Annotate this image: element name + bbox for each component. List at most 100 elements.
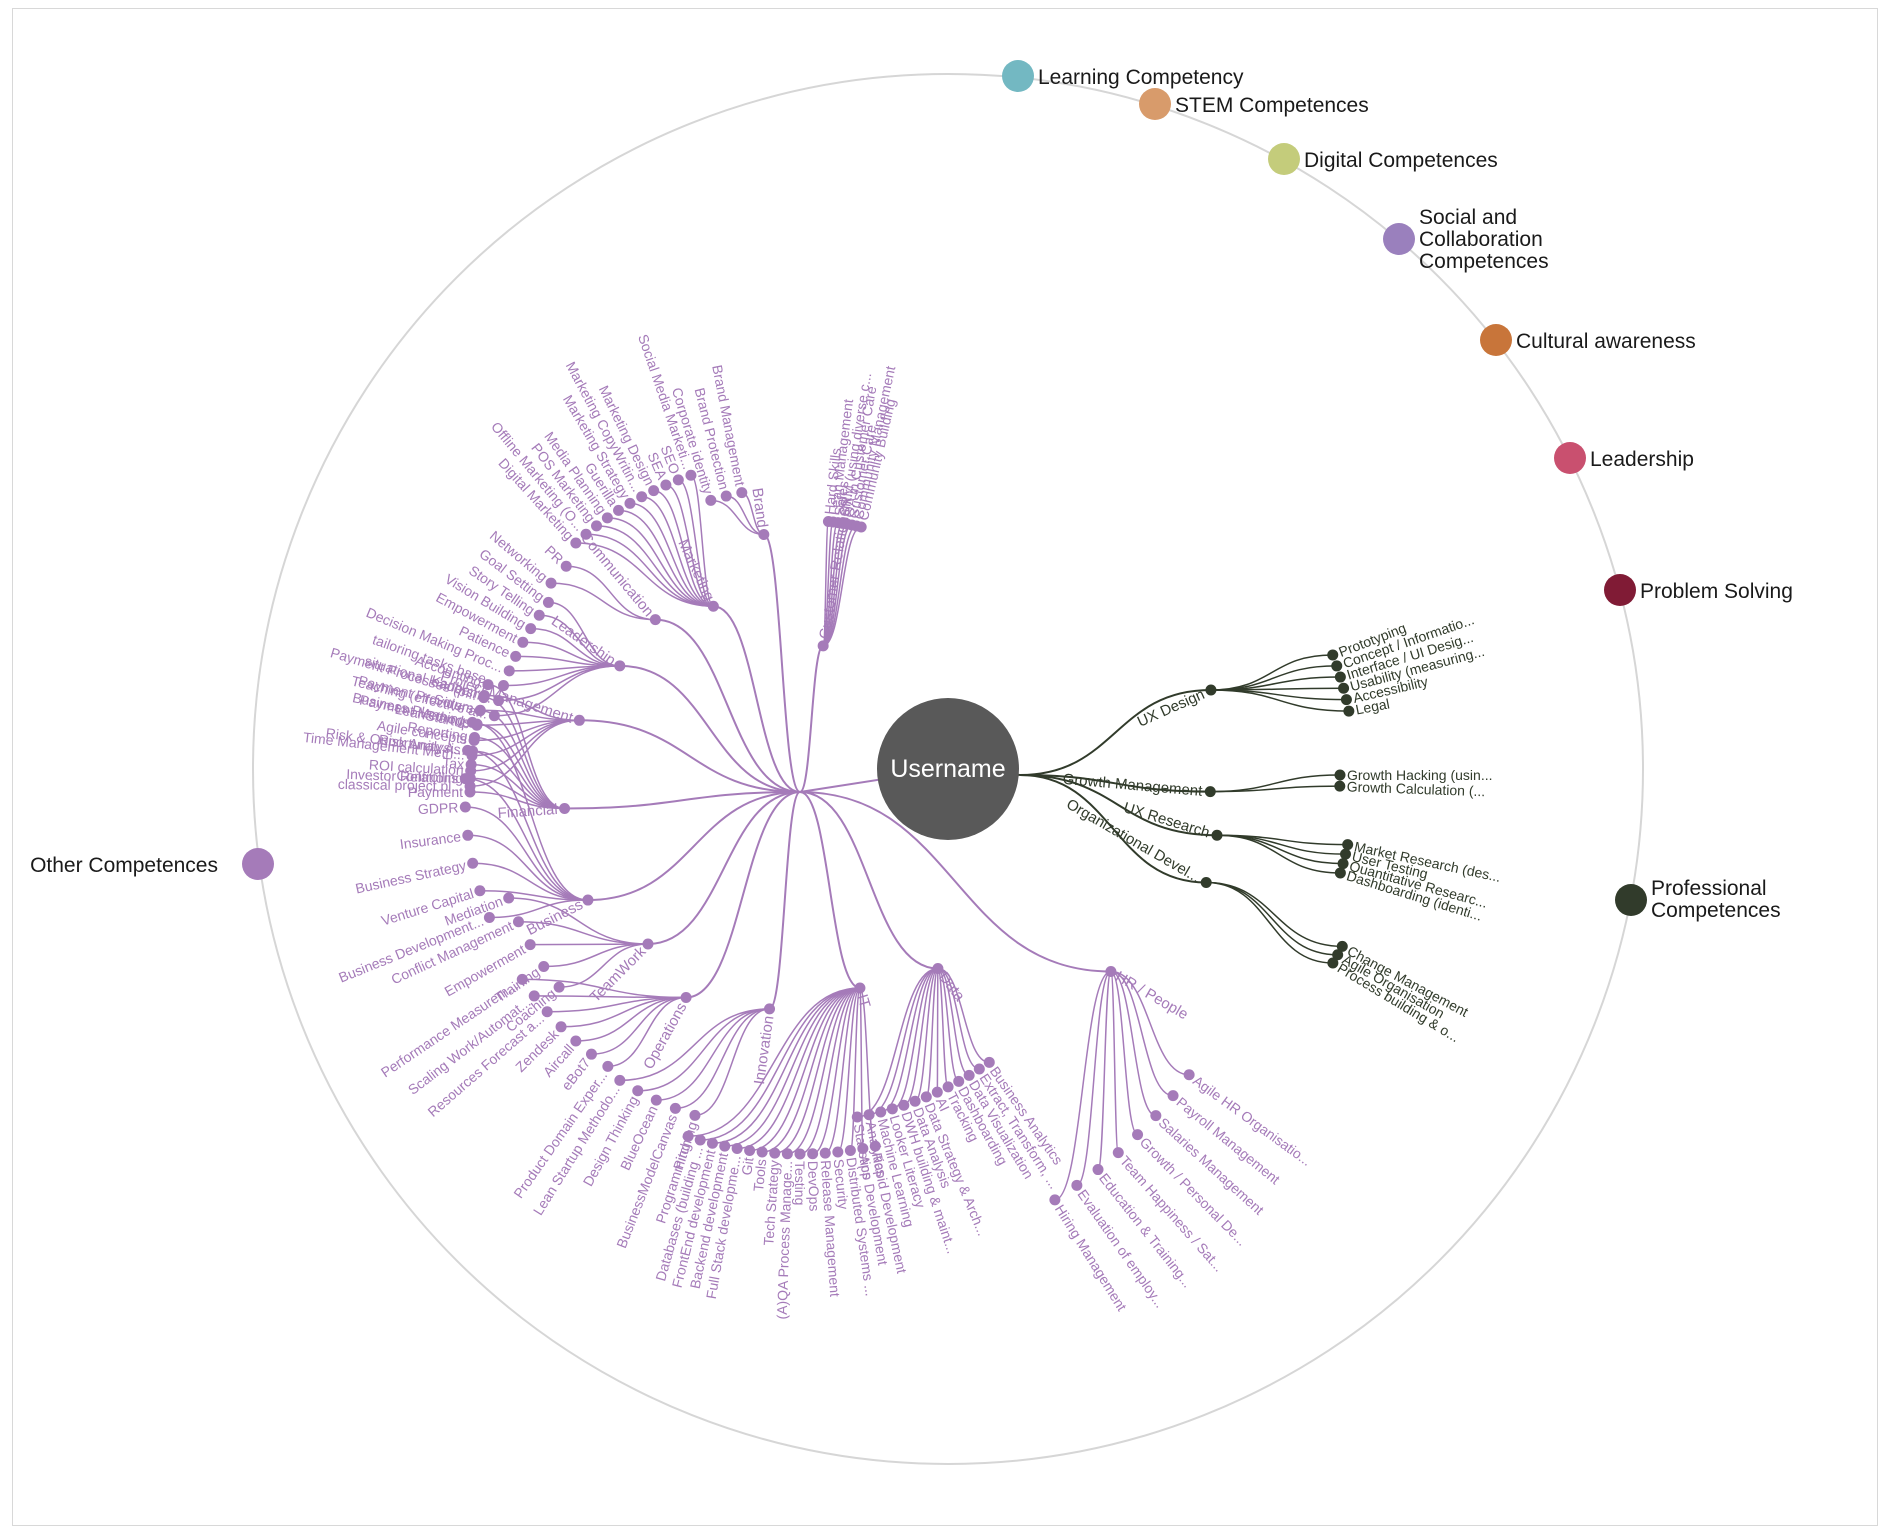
center-node[interactable]: Username: [877, 698, 1019, 840]
leaf-node-payment[interactable]: [464, 786, 476, 798]
leaf-node-testing[interactable]: [794, 1148, 806, 1160]
node-project-management[interactable]: [573, 714, 585, 726]
leaf-node-patience[interactable]: [510, 650, 522, 662]
leaf-node-blueocean[interactable]: [650, 1094, 662, 1106]
leaf-node-ai[interactable]: [931, 1086, 943, 1098]
leaf-node-business-strategy[interactable]: [467, 857, 479, 869]
leaf-node-payroll-management[interactable]: [1167, 1090, 1179, 1102]
node-financial[interactable]: [559, 802, 571, 814]
leaf-node-data-strategy-arch[interactable]: [920, 1091, 932, 1103]
leaf-node-pitching[interactable]: [689, 1109, 701, 1121]
leaf-node-rapid-development[interactable]: [869, 1140, 881, 1152]
leaf-node-usability-measuring[interactable]: [1338, 682, 1350, 694]
leaf-node-dashboarding-identi[interactable]: [1334, 867, 1346, 879]
leaf-node-media-planning[interactable]: [601, 512, 613, 524]
leaf-node-distributed-systems[interactable]: [844, 1144, 856, 1156]
category-dot-learning-competency[interactable]: [1002, 60, 1034, 92]
category-dot-leadership[interactable]: [1554, 442, 1586, 474]
node-customer-relationshi[interactable]: [817, 640, 829, 652]
node-organizational-devel[interactable]: [1200, 877, 1212, 888]
leaf-node-dwh-building-maint[interactable]: [898, 1099, 910, 1111]
leaf-node-situational-leadersh[interactable]: [493, 695, 505, 707]
leaf-node-growth-hacking-usin[interactable]: [1334, 769, 1346, 781]
leaf-node-mediation[interactable]: [503, 892, 515, 904]
node-leadership[interactable]: [614, 660, 626, 672]
leaf-node-backend-development[interactable]: [719, 1140, 731, 1152]
leaf-node-conflict-management[interactable]: [512, 916, 524, 928]
leaf-node-offline-marketing-o[interactable]: [580, 528, 592, 540]
leaf-node-programming[interactable]: [682, 1130, 694, 1142]
leaf-node-app-development[interactable]: [857, 1143, 869, 1155]
leaf-node-venture-capital[interactable]: [474, 885, 486, 897]
leaf-node-reporting[interactable]: [469, 732, 481, 744]
leaf-node-empowerment[interactable]: [524, 939, 536, 951]
leaf-node-payment-providers[interactable]: [474, 705, 486, 717]
node-data[interactable]: [932, 963, 944, 975]
leaf-node-salaries-management[interactable]: [1150, 1110, 1162, 1122]
leaf-node-dashboarding[interactable]: [953, 1075, 965, 1087]
leaf-node-hiring-management[interactable]: [1049, 1194, 1061, 1206]
category-dot-other-competences[interactable]: [242, 848, 274, 880]
leaf-node-quantitative-researc[interactable]: [1337, 858, 1349, 870]
leaf-node-zendesk[interactable]: [555, 1021, 567, 1033]
leaf-node-interface-ui-desig[interactable]: [1334, 671, 1346, 683]
leaf-node-a-qa-process-manage[interactable]: [781, 1148, 793, 1160]
category-dot-stem-competences[interactable]: [1139, 88, 1171, 120]
leaf-node-marketing-design[interactable]: [648, 485, 660, 497]
node-business[interactable]: [582, 894, 594, 906]
leaf-node-tax[interactable]: [465, 759, 477, 771]
node-innovation[interactable]: [764, 1003, 776, 1015]
leaf-node-risk-analysis[interactable]: [462, 744, 474, 756]
leaf-node-aircall[interactable]: [570, 1035, 582, 1047]
leaf-node-design-thinking[interactable]: [632, 1085, 644, 1097]
leaf-node-performance-measurem[interactable]: [516, 973, 528, 985]
leaf-node-seo[interactable]: [672, 474, 684, 486]
leaf-node-devops[interactable]: [807, 1148, 819, 1160]
leaf-node-story-telling[interactable]: [533, 609, 545, 621]
node-hr-people[interactable]: [1105, 966, 1117, 977]
node-marketing[interactable]: [707, 600, 719, 612]
leaf-node-social-media-marketi[interactable]: [685, 469, 697, 481]
leaf-node-analytics[interactable]: [863, 1109, 875, 1121]
leaf-node-accessibility[interactable]: [1340, 694, 1352, 706]
leaf-node-tech-strategy[interactable]: [769, 1147, 781, 1159]
leaf-node-statistics[interactable]: [851, 1111, 863, 1123]
leaf-node-concept-informatio[interactable]: [1331, 660, 1343, 672]
leaf-node-business-planning[interactable]: [466, 716, 478, 728]
leaf-node-legal[interactable]: [1343, 705, 1355, 717]
node-operations[interactable]: [680, 992, 692, 1004]
leaf-node-pos-marketing[interactable]: [591, 520, 603, 532]
leaf-node-brand-protection[interactable]: [720, 490, 732, 502]
node-it[interactable]: [854, 982, 866, 994]
leaf-node-corporate-identity[interactable]: [705, 494, 717, 506]
leaf-node-businessmodelcanvas[interactable]: [669, 1102, 681, 1114]
leaf-node-product-domain-exper[interactable]: [602, 1060, 614, 1072]
leaf-node-lean-startup-methodo[interactable]: [614, 1074, 626, 1086]
leaf-node-prototyping[interactable]: [1327, 649, 1339, 661]
leaf-node-agile-organisation[interactable]: [1332, 949, 1344, 961]
leaf-node-data-visualization[interactable]: [963, 1069, 975, 1081]
leaf-node-data-analysis[interactable]: [909, 1095, 921, 1107]
leaf-node-insurance[interactable]: [462, 829, 474, 841]
leaf-node-ebot7[interactable]: [585, 1048, 597, 1060]
node-communication[interactable]: [649, 614, 661, 626]
leaf-node-vision-building[interactable]: [525, 623, 537, 635]
leaf-node-process-building-o[interactable]: [1327, 957, 1339, 969]
leaf-node-user-testing[interactable]: [1340, 848, 1352, 860]
leaf-node-payment-processes-p[interactable]: [478, 692, 490, 704]
leaf-node-marketing-strategy[interactable]: [624, 497, 636, 509]
leaf-node-community-building[interactable]: [855, 521, 867, 533]
leaf-node-gdpr[interactable]: [459, 801, 471, 813]
leaf-node-frontend-development[interactable]: [706, 1137, 718, 1149]
node-ux-design[interactable]: [1205, 684, 1217, 696]
leaf-node-digital-marketing[interactable]: [570, 537, 582, 549]
leaf-node-education-training[interactable]: [1092, 1164, 1104, 1176]
leaf-node-sea[interactable]: [660, 479, 672, 491]
leaf-node-tracking[interactable]: [942, 1081, 954, 1093]
category-dot-professional-competences[interactable]: [1615, 884, 1647, 916]
leaf-node-guerilla[interactable]: [613, 504, 625, 516]
leaf-node-growth-personal-de[interactable]: [1132, 1129, 1144, 1141]
leaf-node-empowerment[interactable]: [517, 636, 529, 648]
leaf-node-networking[interactable]: [545, 577, 557, 589]
leaf-node-resources-forecast-a[interactable]: [541, 1006, 553, 1018]
